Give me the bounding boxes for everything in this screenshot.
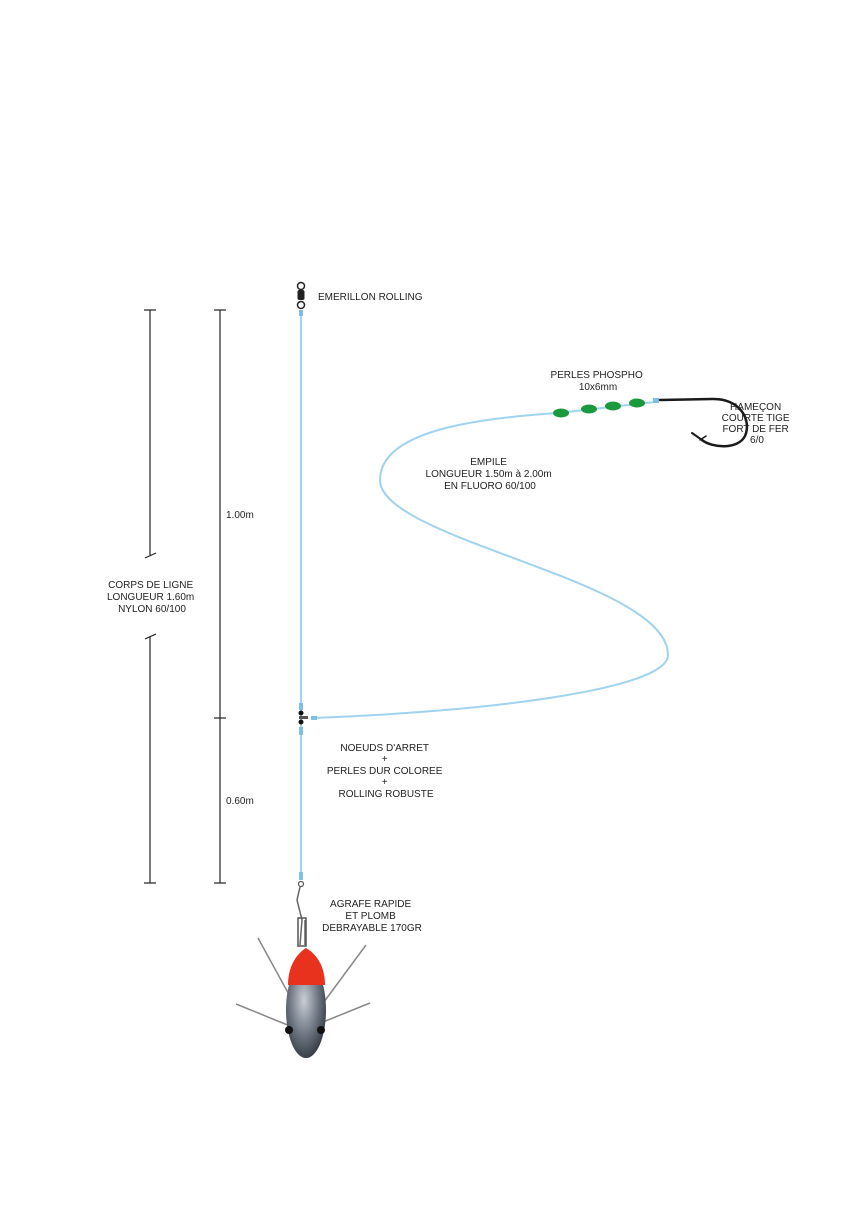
dimension-mainline bbox=[144, 309, 157, 884]
leader-line bbox=[312, 401, 670, 719]
label-mainline: CORPS DE LIGNE LONGUEUR 1.60m NYLON 60/1… bbox=[107, 580, 197, 615]
label-hook: HAMEÇON COURTE TIGE FORT DE FER 6/0 bbox=[722, 402, 793, 446]
label-beads: PERLES PHOSPHO 10x6mm bbox=[550, 370, 645, 393]
label-dim-lower: 0.60m bbox=[226, 796, 254, 807]
label-dim-upper: 1.00m bbox=[226, 510, 254, 521]
hook-icon bbox=[658, 397, 749, 448]
weight-icon bbox=[235, 872, 371, 1058]
phospho-beads bbox=[553, 398, 659, 418]
label-swivel: EMERILLON ROLLING bbox=[318, 292, 423, 303]
label-junction: NOEUDS D'ARRET + PERLES DUR COLOREE + RO… bbox=[327, 743, 445, 800]
swivel-icon bbox=[296, 281, 306, 316]
label-weight: AGRAFE RAPIDE ET PLOMB DEBRAYABLE 170GR bbox=[322, 899, 422, 934]
junction-swivel-icon bbox=[298, 703, 317, 735]
dimension-sections bbox=[214, 309, 226, 884]
label-leader: EMPILE LONGUEUR 1.50m à 2.00m EN FLUORO … bbox=[426, 457, 555, 492]
